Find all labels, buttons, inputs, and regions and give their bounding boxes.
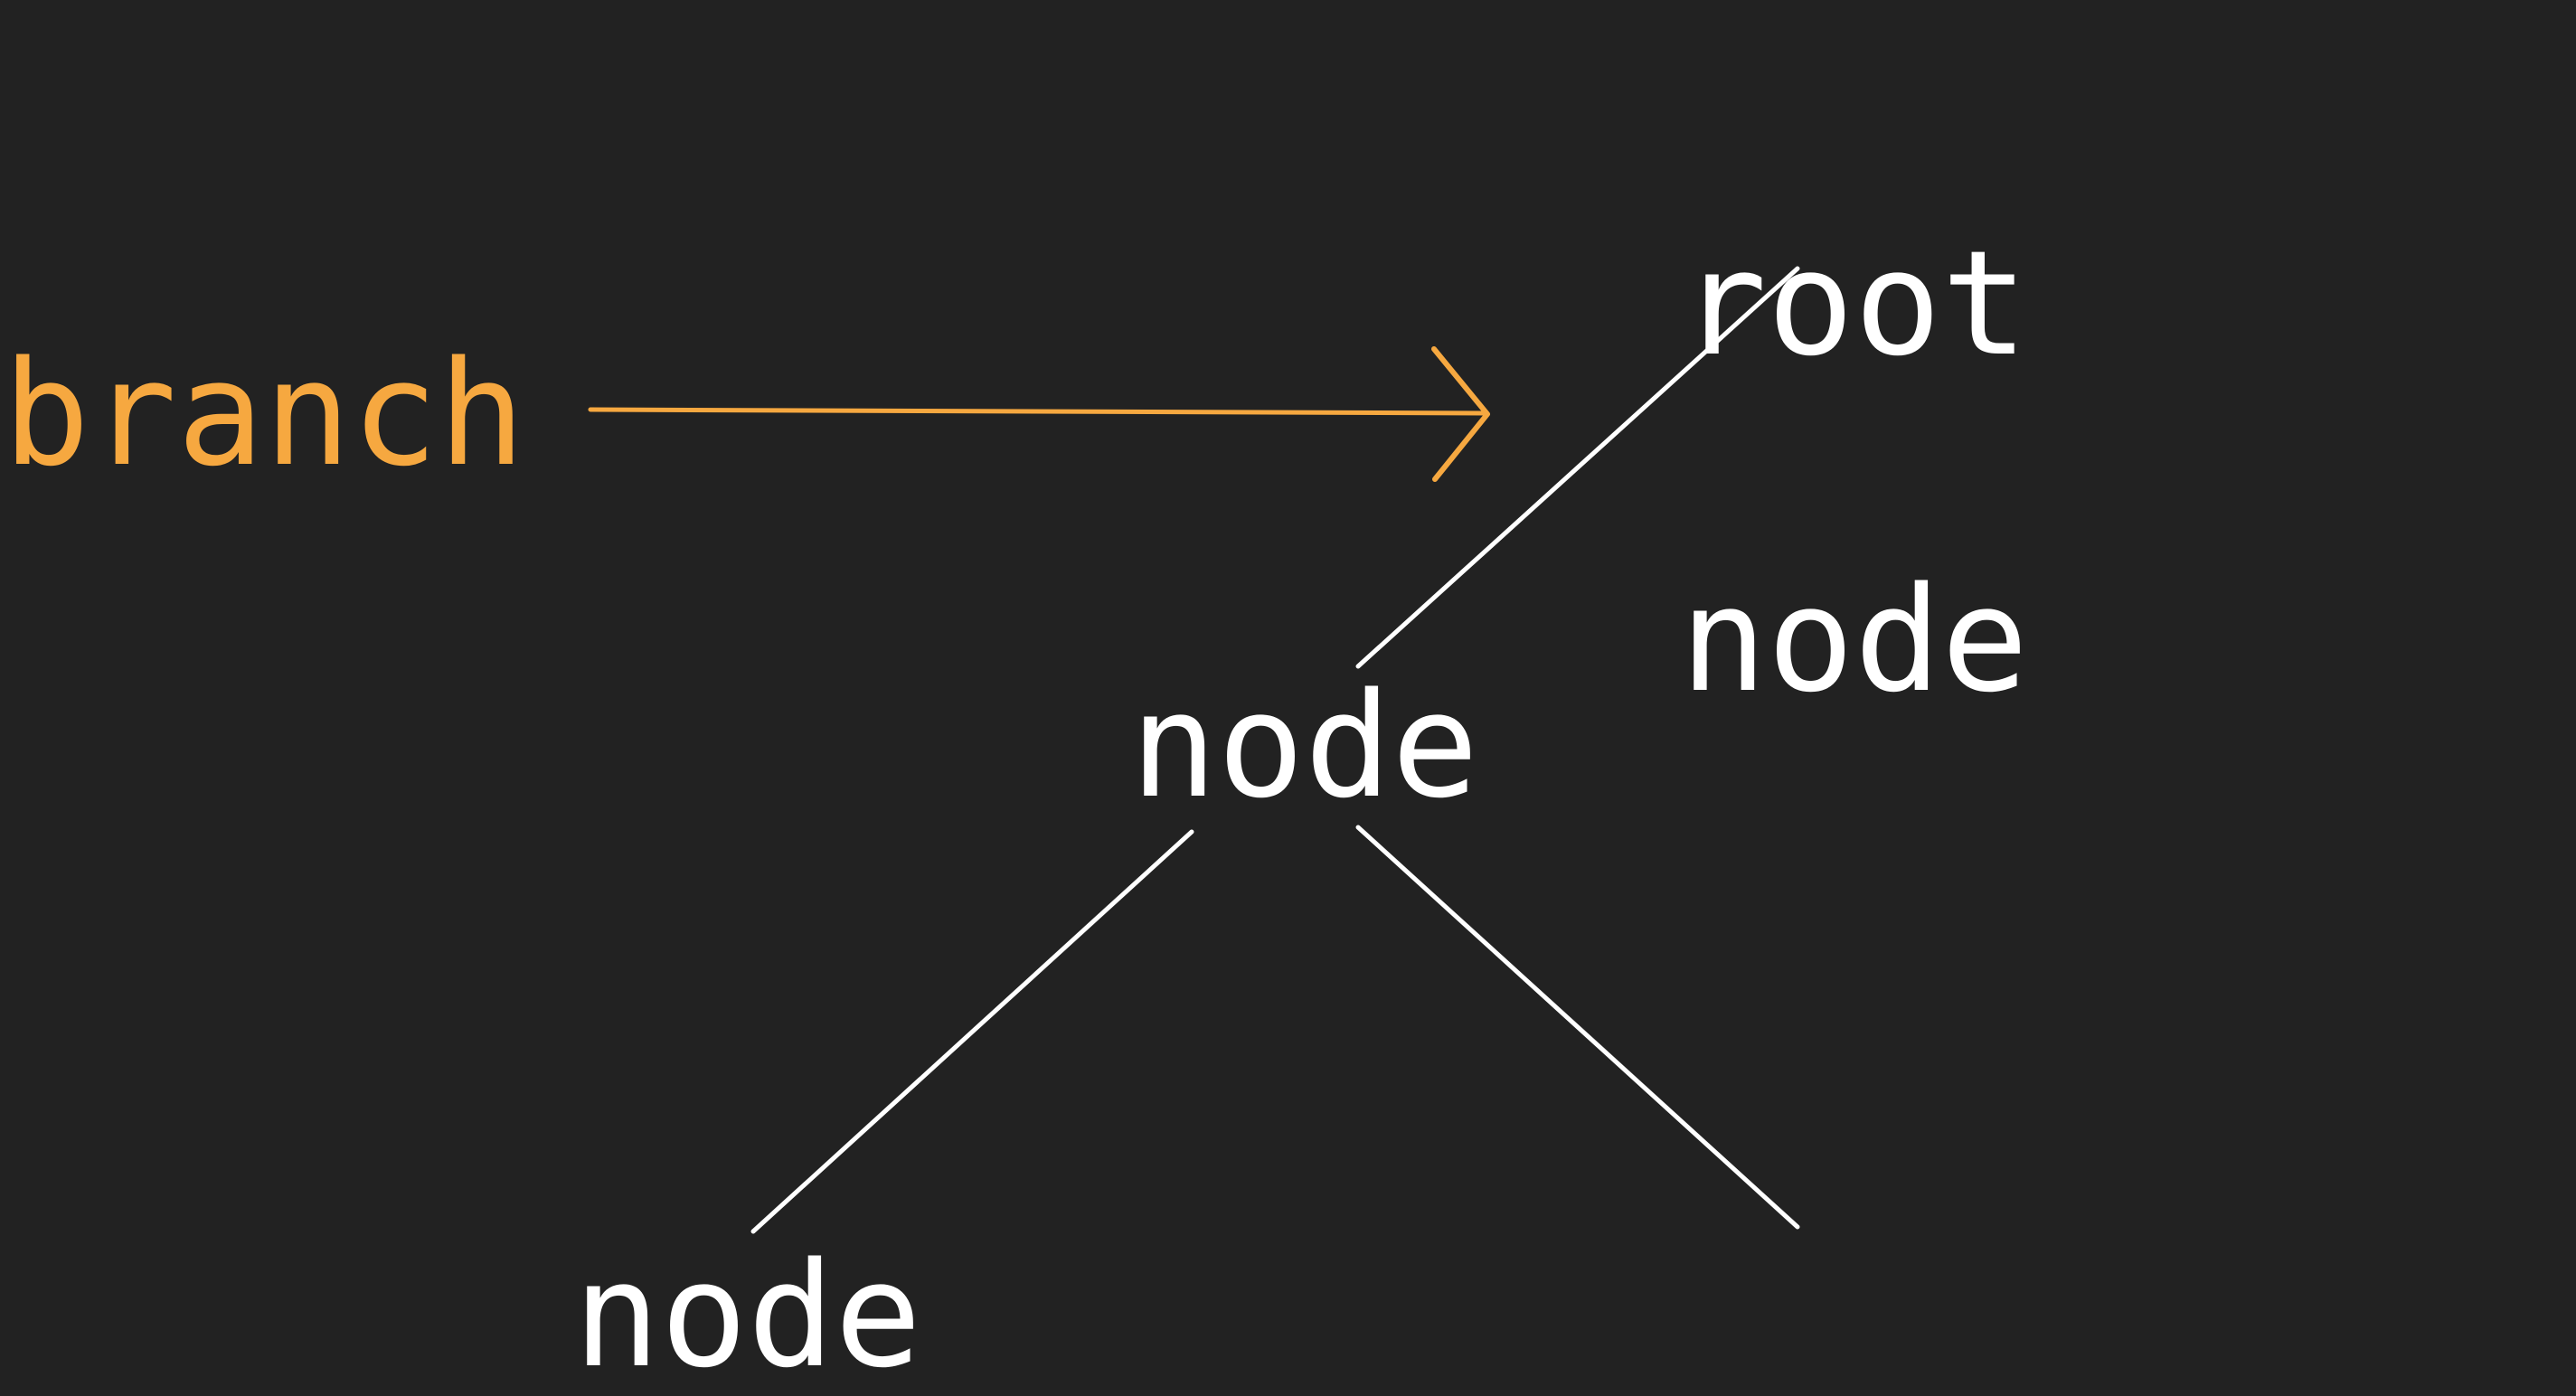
edge-internal-to-left-leaf: [750, 829, 1194, 1234]
root-node-label-line1: root: [1680, 219, 2029, 388]
root-node-label-line2: node: [1680, 555, 2029, 724]
left-leaf-node-label: node: [573, 1231, 922, 1396]
internal-node-label: node: [1130, 661, 1479, 830]
root-node-label: root node: [1680, 24, 2028, 920]
branch-annotation-label: branch: [3, 329, 525, 498]
branch-arrow-shaft: [588, 407, 1488, 416]
branch-arrow-head: [1431, 346, 1490, 482]
edge-root-to-internal: [1355, 266, 1800, 669]
edge-internal-to-right-leaf: [1355, 825, 1800, 1230]
